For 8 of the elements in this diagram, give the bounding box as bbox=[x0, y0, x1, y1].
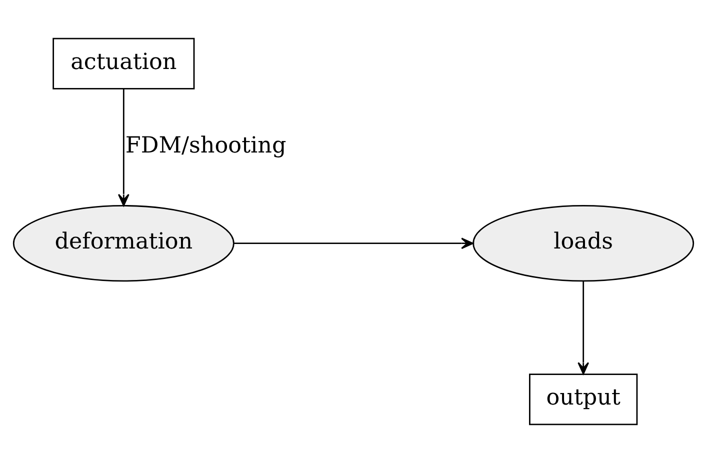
node-box: actuation bbox=[52, 37, 195, 89]
arrow bbox=[234, 237, 474, 249]
node-box: output bbox=[529, 373, 638, 425]
arrow bbox=[118, 88, 130, 206]
node-ellipse: deformation bbox=[12, 204, 234, 282]
arrow bbox=[578, 280, 590, 374]
edge-label: FDM/shooting bbox=[125, 132, 286, 158]
node-ellipse: loads bbox=[472, 204, 694, 282]
